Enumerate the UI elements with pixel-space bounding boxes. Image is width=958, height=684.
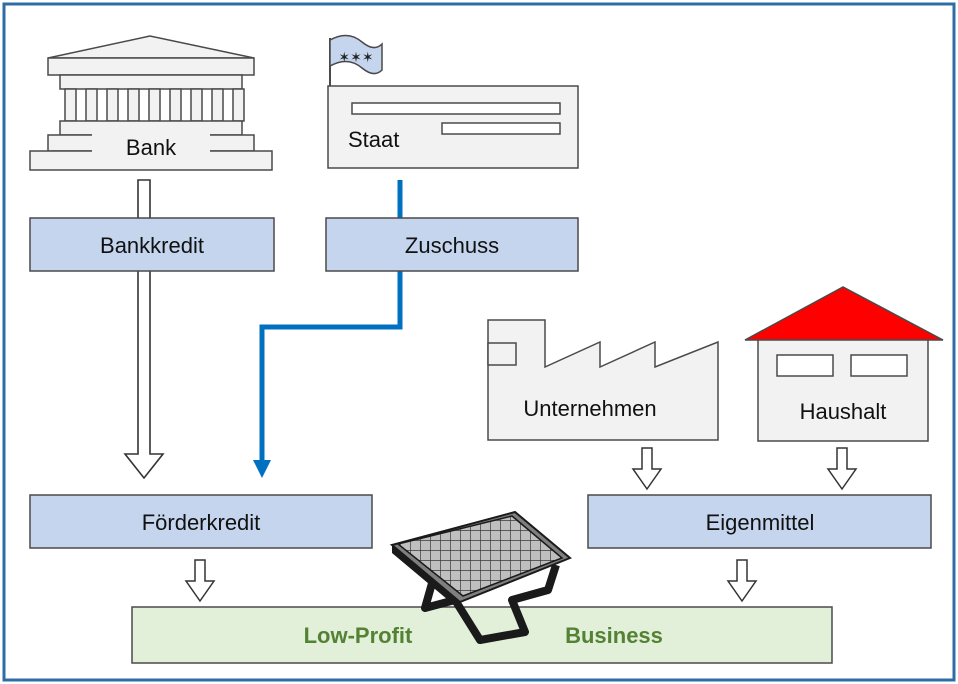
- zuschuss-connector-arrowhead: [253, 460, 271, 478]
- house-window-left: [776, 354, 834, 377]
- business-label-part1: Low-Profit: [304, 623, 413, 648]
- eigenmittel-label: Eigenmittel: [706, 510, 815, 535]
- eigenmittel-to-business-arrow: [726, 559, 758, 603]
- bank-label-backdrop: [92, 127, 210, 165]
- unternehmen-to-eigenmittel-arrow: [631, 447, 663, 491]
- staat-label: Staat: [348, 127, 399, 152]
- unternehmen-label: Unternehmen: [523, 396, 656, 421]
- flag-icon: ✶✶✶: [329, 34, 383, 88]
- solar-panel-icon: [389, 510, 572, 644]
- haushalt-label: Haushalt: [800, 399, 887, 424]
- low-profit-business-box: [131, 606, 833, 664]
- haushalt-to-eigenmittel-arrow: [826, 447, 858, 491]
- factory-icon: [487, 319, 719, 441]
- zuschuss-box: [325, 217, 579, 272]
- foerderkredit-to-business-arrow: [184, 559, 216, 603]
- svg-text:✶✶✶: ✶✶✶: [338, 49, 373, 65]
- zuschuss-label: Zuschuss: [405, 233, 499, 258]
- foerderkredit-box: [29, 494, 373, 549]
- staat-document-icon: [327, 85, 579, 169]
- factory-window: [487, 342, 517, 366]
- business-label-part2: Business: [565, 623, 663, 648]
- eigenmittel-box: [587, 494, 932, 549]
- foerderkredit-label: Förderkredit: [142, 510, 261, 535]
- house-window-right: [850, 354, 908, 377]
- bankkredit-box: [29, 217, 275, 272]
- bankkredit-label: Bankkredit: [100, 233, 204, 258]
- bank-label: Bank: [126, 135, 177, 160]
